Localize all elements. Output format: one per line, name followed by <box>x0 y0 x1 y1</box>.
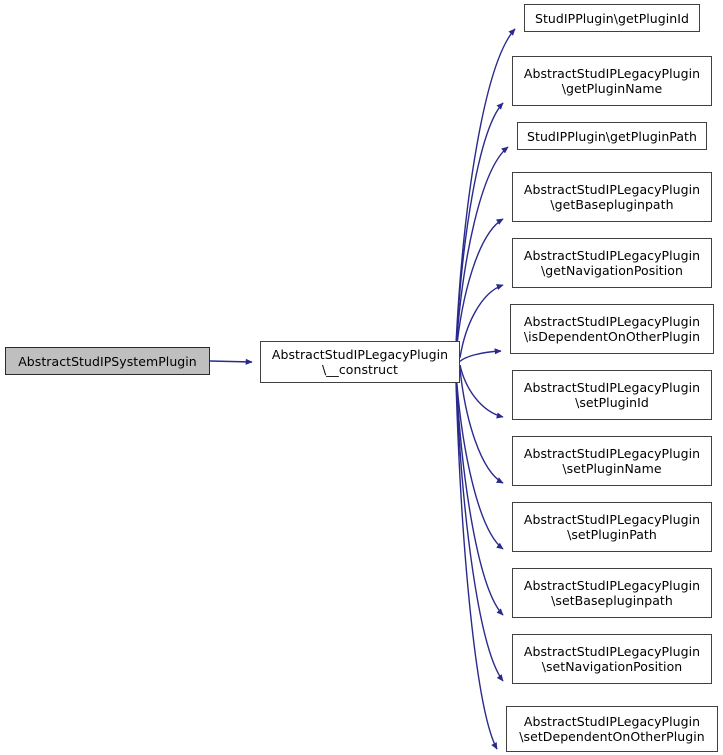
edge-source-to-construct <box>209 358 253 365</box>
graph-node-getPluginId[interactable]: StudIPPlugin\getPluginId <box>524 4 700 32</box>
edge-construct-to-setPluginName <box>459 368 504 484</box>
node-label: AbstractStudIPLegacyPlugin \isDependentO… <box>523 314 701 344</box>
node-label: AbstractStudIPLegacyPlugin \getBaseplugi… <box>523 182 701 212</box>
edge-construct-to-setPluginId <box>459 364 504 419</box>
graph-node-setDependentOnOtherPlugin[interactable]: AbstractStudIPLegacyPlugin \setDependent… <box>506 706 718 752</box>
node-label: AbstractStudIPLegacyPlugin \getPluginNam… <box>523 66 701 96</box>
node-label: AbstractStudIPLegacyPlugin \__construct <box>271 347 449 377</box>
edge-construct-to-getNavigationPosition <box>459 284 504 358</box>
graph-node-isDependentOnOtherPlugin[interactable]: AbstractStudIPLegacyPlugin \isDependentO… <box>510 304 714 354</box>
graph-node-getNavigationPosition[interactable]: AbstractStudIPLegacyPlugin \getNavigatio… <box>512 238 712 288</box>
edge-construct-to-getBasepluginpath <box>455 218 504 355</box>
graph-node-getBasepluginpath[interactable]: AbstractStudIPLegacyPlugin \getBaseplugi… <box>512 172 712 222</box>
node-label: AbstractStudIPLegacyPlugin \setPluginPat… <box>523 512 701 542</box>
node-label: AbstractStudIPLegacyPlugin \setNavigatio… <box>523 644 701 674</box>
graph-node-construct[interactable]: AbstractStudIPLegacyPlugin \__construct <box>260 341 460 383</box>
graph-node-getPluginName[interactable]: AbstractStudIPLegacyPlugin \getPluginNam… <box>512 56 712 106</box>
node-label: AbstractStudIPLegacyPlugin \setPluginNam… <box>523 446 701 476</box>
node-label: StudIPPlugin\getPluginId <box>534 10 689 26</box>
node-label: AbstractStudIPSystemPlugin <box>18 353 197 369</box>
edge-construct-to-getPluginId <box>455 28 516 344</box>
graph-node-setBasepluginpath[interactable]: AbstractStudIPLegacyPlugin \setBaseplugi… <box>512 568 712 618</box>
graph-node-setPluginPath[interactable]: AbstractStudIPLegacyPlugin \setPluginPat… <box>512 502 712 552</box>
edge-construct-to-getPluginPath <box>455 146 509 351</box>
node-label: AbstractStudIPLegacyPlugin \setDependent… <box>519 714 705 744</box>
edge-construct-to-setNavigationPosition <box>455 379 504 682</box>
node-label: AbstractStudIPLegacyPlugin \setBaseplugi… <box>523 578 701 608</box>
edge-construct-to-setDependentOnOtherPlugin <box>455 381 498 750</box>
node-label: AbstractStudIPLegacyPlugin \getNavigatio… <box>523 248 701 278</box>
graph-node-setNavigationPosition[interactable]: AbstractStudIPLegacyPlugin \setNavigatio… <box>512 634 712 684</box>
edge-construct-to-isDependentOnOtherPlugin <box>459 348 502 362</box>
edge-construct-to-setBasepluginpath <box>455 375 504 616</box>
edge-construct-to-setPluginPath <box>455 372 504 550</box>
edge-construct-to-getPluginName <box>455 102 504 348</box>
node-label: StudIPPlugin\getPluginPath <box>527 128 697 144</box>
node-label: AbstractStudIPLegacyPlugin \setPluginId <box>523 380 701 410</box>
graph-node-source[interactable]: AbstractStudIPSystemPlugin <box>5 347 210 375</box>
graph-node-setPluginName[interactable]: AbstractStudIPLegacyPlugin \setPluginNam… <box>512 436 712 486</box>
graph-node-getPluginPath[interactable]: StudIPPlugin\getPluginPath <box>517 122 707 150</box>
graph-node-setPluginId[interactable]: AbstractStudIPLegacyPlugin \setPluginId <box>512 370 712 420</box>
